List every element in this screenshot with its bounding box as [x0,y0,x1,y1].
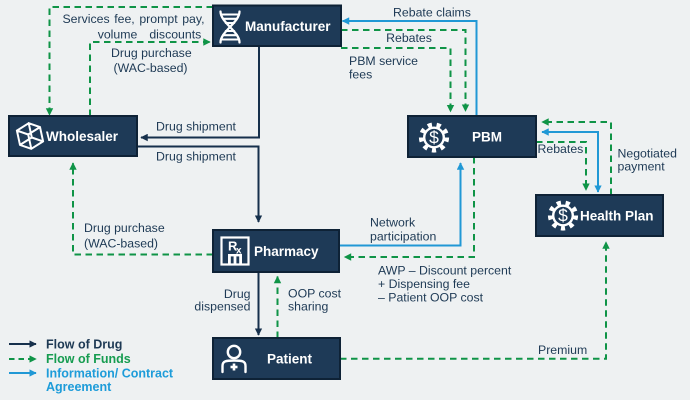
svg-text:Drug: Drug [224,287,251,301]
svg-text:PBM: PBM [472,130,502,145]
svg-text:Drug purchase: Drug purchase [111,46,192,60]
svg-text:(WAC-based): (WAC-based) [84,237,158,251]
svg-text:dispensed: dispensed [194,300,250,314]
svg-text:Pharmacy: Pharmacy [254,244,319,259]
svg-text:Flow of Funds: Flow of Funds [46,352,131,366]
svg-text:Premium: Premium [538,343,587,357]
svg-text:Patient: Patient [267,352,313,367]
svg-text:participation: participation [370,230,436,244]
svg-text:$: $ [429,128,439,148]
svg-text:Drug shipment: Drug shipment [156,150,237,164]
svg-text:Rebates: Rebates [386,31,432,45]
svg-text:OOP cost: OOP cost [288,287,342,301]
svg-text:AWP – Discount percent: AWP – Discount percent [378,264,512,278]
svg-text:– Patient OOP cost: – Patient OOP cost [378,291,484,305]
svg-text:Wholesaler: Wholesaler [46,129,119,144]
svg-text:volume discounts: volume discounts [98,28,202,42]
svg-text:$: $ [558,206,568,226]
svg-text:Negotiated: Negotiated [618,147,678,161]
svg-text:R: R [228,239,238,254]
svg-text:payment: payment [618,160,666,174]
svg-text:Information/ Contract: Information/ Contract [46,367,174,381]
svg-text:Rebate claims: Rebate claims [393,6,471,20]
svg-text:Flow of Drug: Flow of Drug [46,338,122,352]
svg-text:Health Plan: Health Plan [580,209,654,224]
svg-text:PBM service: PBM service [349,54,418,68]
svg-text:Manufacturer: Manufacturer [245,19,331,34]
svg-text:Agreement: Agreement [46,380,112,394]
svg-text:Services fee, prompt pay,: Services fee, prompt pay, [62,12,204,26]
svg-text:Rebates: Rebates [538,142,584,156]
svg-text:Drug shipment: Drug shipment [156,120,237,134]
svg-text:(WAC-based): (WAC-based) [114,61,188,75]
svg-text:sharing: sharing [288,300,328,314]
svg-text:+ Dispensing fee: + Dispensing fee [378,277,470,291]
svg-text:x: x [236,246,242,257]
svg-text:Drug purchase: Drug purchase [84,221,165,235]
svg-text:Network: Network [370,216,416,230]
svg-text:fees: fees [349,68,372,82]
